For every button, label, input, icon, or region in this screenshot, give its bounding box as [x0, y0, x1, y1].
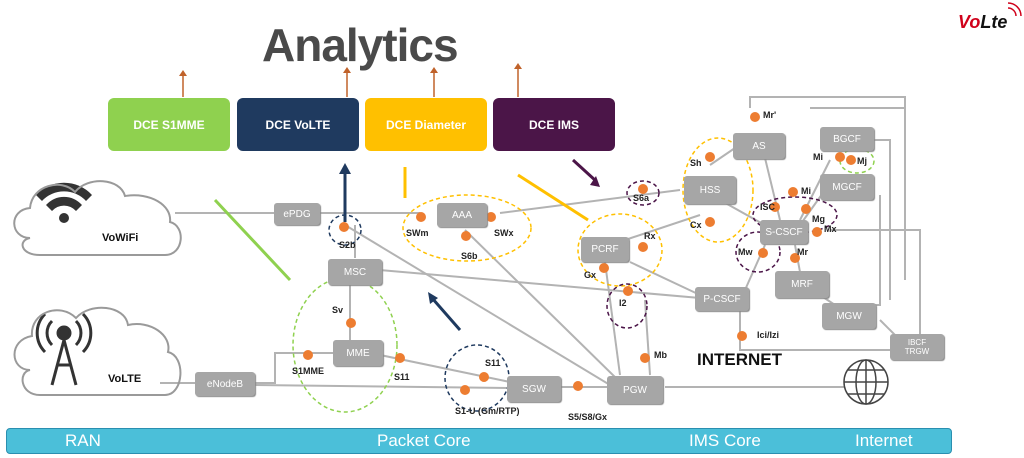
- volte-logo: VoLte: [958, 12, 1007, 33]
- label-gx: Gx: [584, 270, 597, 280]
- domain-internet: Internet: [855, 431, 913, 450]
- logo-part-lte: Lte: [980, 12, 1008, 32]
- scscf-node: S-CSCF: [760, 220, 808, 244]
- aaa-node: AAA: [437, 203, 487, 227]
- label-mr: Mr: [797, 247, 808, 257]
- label-mx: Mx: [824, 224, 837, 234]
- antenna-icon: [35, 312, 93, 386]
- wifi-icon: [36, 182, 92, 223]
- label-mb: Mb: [654, 350, 667, 360]
- label-rx: Rx: [644, 231, 656, 241]
- label-swm: SWm: [406, 228, 429, 238]
- pgw-node: PGW: [607, 376, 663, 404]
- ibcf-trgw-node: IBCF TRGW: [890, 334, 944, 360]
- label-s6a: S6a: [633, 193, 650, 203]
- hss-node: HSS: [684, 176, 736, 204]
- dce-ims-box: DCE IMS: [493, 98, 615, 151]
- label-s6b: S6b: [461, 251, 478, 261]
- label-mg: Mg: [812, 214, 825, 224]
- dce-diameter-box: DCE Diameter: [365, 98, 487, 151]
- label-ici-izi: Ici/Izi: [757, 330, 780, 340]
- label-sv: Sv: [332, 305, 344, 315]
- epdg-node: ePDG: [274, 203, 320, 225]
- label-mi-2: Mi: [801, 186, 811, 196]
- label-cx: Cx: [690, 220, 702, 230]
- internet-label: INTERNET: [697, 350, 782, 369]
- page-title: Analytics: [262, 19, 459, 71]
- label-i2: I2: [619, 298, 627, 308]
- label-mw: Mw: [738, 247, 753, 257]
- label-s11-mme: S11: [394, 372, 410, 382]
- domain-ims-core: IMS Core: [689, 431, 761, 450]
- domain-bar: RAN Packet Core IMS Core Internet: [6, 428, 952, 454]
- volte-cloud-label: VoLTE: [108, 373, 142, 385]
- mgcf-node: MGCF: [820, 174, 874, 200]
- label-s11-sgw: S11: [485, 358, 501, 368]
- label-swx: SWx: [494, 228, 514, 238]
- mme-node: MME: [333, 340, 383, 366]
- label-mi-1: Mi: [813, 152, 823, 162]
- label-s1u: S1-U (Gm/RTP): [455, 406, 520, 416]
- label-isc: ISC: [760, 202, 776, 212]
- label-mr-prime: Mr': [763, 110, 777, 120]
- label-mj: Mj: [857, 156, 867, 166]
- vowifi-cloud-label: VoWiFi: [102, 232, 139, 244]
- logo-part-vo: Vo: [958, 12, 981, 32]
- label-s2b: S2b: [339, 240, 356, 250]
- dce-volte-box: DCE VoLTE: [237, 98, 359, 151]
- enodeb-node: eNodeB: [195, 372, 255, 396]
- domain-packet-core: Packet Core: [377, 431, 471, 450]
- dce-s1mme-box: DCE S1MME: [108, 98, 230, 151]
- sgw-node: SGW: [507, 376, 561, 402]
- domain-ran: RAN: [65, 431, 101, 450]
- pcrf-node: PCRF: [581, 237, 629, 262]
- mrf-node: MRF: [775, 271, 829, 298]
- pcscf-node: P-CSCF: [695, 287, 749, 311]
- bgcf-node: BGCF: [820, 127, 874, 151]
- label-s1mme: S1MME: [292, 366, 325, 376]
- msc-node: MSC: [328, 259, 382, 285]
- mgw-node: MGW: [822, 303, 876, 329]
- globe-icon: [843, 359, 889, 405]
- label-sh: Sh: [690, 158, 702, 168]
- label-s5s8gx: S5/S8/Gx: [568, 412, 608, 422]
- as-node: AS: [733, 133, 785, 159]
